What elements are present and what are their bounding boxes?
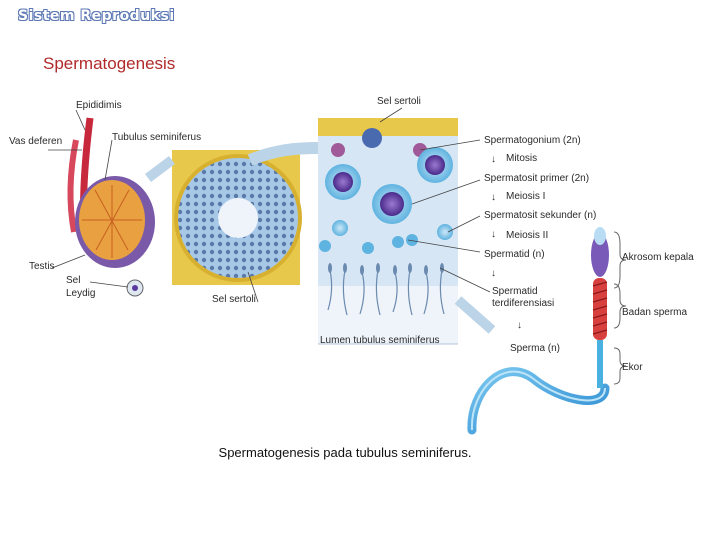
- sperm-head: [591, 233, 609, 277]
- figure-caption: Spermatogenesis pada tubulus seminiferus…: [218, 445, 472, 460]
- spermatogonium-cell: [331, 143, 345, 157]
- magnify-arrow-1: [145, 156, 175, 182]
- spermatogenesis-figure: Epididimis Vas deferen Tubulus seminifer…: [0, 90, 720, 435]
- label-meiosis-1: Meiosis I: [506, 191, 545, 202]
- sperm-tail-core: [470, 370, 606, 431]
- arrow-2: ↓: [491, 192, 496, 203]
- tubule-lumen: [218, 198, 258, 238]
- testis-illustration: [67, 117, 155, 297]
- label-akrosom-kepala: Akrosom kepala: [622, 252, 694, 263]
- sperm-neck: [597, 340, 603, 388]
- label-sel-leydig-line1: Sel: [66, 275, 80, 286]
- label-sel-leydig-line2: Leydig: [66, 288, 95, 299]
- spermatid-cell: [406, 234, 418, 246]
- sperm-midpiece-coils: [592, 281, 608, 335]
- label-mitosis: Mitosis: [506, 153, 537, 164]
- label-badan-sperma: Badan sperma: [622, 307, 687, 318]
- magnify-arrow-3: [454, 296, 496, 334]
- label-spermatid-dif-line2: terdiferensiasi: [492, 298, 554, 309]
- spermatid-cell: [362, 242, 374, 254]
- bracket-ekor: [613, 347, 627, 385]
- developing-sperm-tails: [327, 269, 445, 316]
- spermatocyte-primary-nucleus: [425, 155, 445, 175]
- spermatogenesis-diagram: Epididimis Vas deferen Tubulus seminifer…: [9, 96, 694, 435]
- label-spermatid: Spermatid (n): [484, 249, 545, 260]
- label-meiosis-2: Meiosis II: [506, 230, 548, 241]
- label-testis: Testis: [29, 261, 55, 272]
- arrow-1: ↓: [491, 154, 496, 165]
- spermatocyte-secondary: [437, 224, 453, 240]
- wall-basement: [318, 118, 458, 138]
- spermatogonium-cell: [362, 128, 382, 148]
- magnify-arrow-2: [247, 142, 319, 166]
- label-epididimis: Epididimis: [76, 100, 122, 111]
- bracket-badan: [613, 283, 627, 329]
- label-tubulus-seminiferus: Tubulus seminiferus: [112, 132, 201, 143]
- arrow-5: ↓: [517, 320, 522, 331]
- arrow-3: ↓: [491, 229, 496, 240]
- spermatid-cell: [319, 240, 331, 252]
- tubule-wall-detail: [247, 118, 496, 345]
- label-sel-sertoli-bottom: Sel sertoli: [212, 294, 256, 305]
- spermatocyte-primary-nucleus: [380, 192, 404, 216]
- leydig-cell: [132, 285, 138, 291]
- sperm-acrosome: [594, 227, 606, 245]
- spermatid-cell: [392, 236, 404, 248]
- label-spermatosit-primer: Spermatosit primer (2n): [484, 173, 589, 184]
- label-spermatogonium: Spermatogonium (2n): [484, 135, 581, 146]
- label-ekor: Ekor: [622, 362, 643, 373]
- testis-lobules: [82, 185, 142, 258]
- bracket-akrosom: [613, 231, 627, 289]
- label-spermatid-dif-line1: Spermatid: [492, 286, 538, 297]
- leader-lines: [48, 107, 491, 303]
- spermatocyte-primary-nucleus: [333, 172, 353, 192]
- label-spermatosit-sekunder: Spermatosit sekunder (n): [484, 210, 596, 221]
- page-title: Spermatogenesis: [43, 54, 176, 73]
- label-sperma: Sperma (n): [510, 343, 560, 354]
- epididymis-tube: [67, 139, 79, 233]
- wall-lumen: [318, 286, 458, 344]
- mature-sperm: [467, 227, 627, 435]
- label-lumen: Lumen tubulus seminiferus: [320, 335, 440, 346]
- sperm-heads: [328, 263, 444, 275]
- label-sel-sertoli-top: Sel sertoli: [377, 96, 421, 107]
- spermatocyte-secondary: [332, 220, 348, 236]
- header-logo: Sistem Reproduksi: [18, 8, 175, 24]
- arrow-4: ↓: [491, 268, 496, 279]
- label-vas-deferen: Vas deferen: [9, 136, 62, 147]
- tubule-cross-section: [145, 150, 302, 285]
